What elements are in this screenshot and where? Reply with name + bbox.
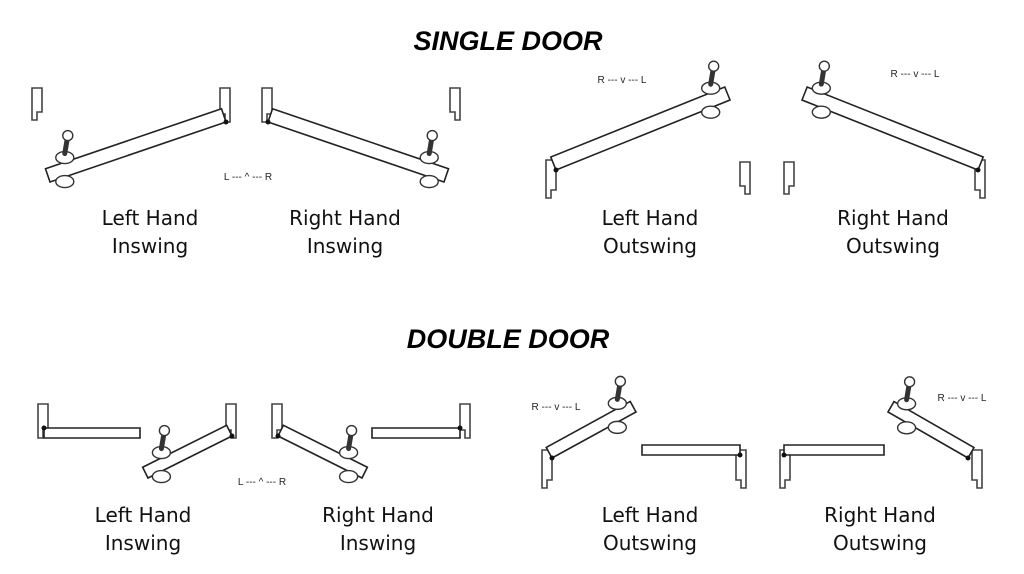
lever-handle-icon	[62, 129, 74, 142]
door-leaf	[43, 427, 141, 439]
door-knob-icon	[55, 174, 75, 189]
hinge-icon	[275, 433, 281, 439]
label-line2: Inswing	[105, 531, 181, 555]
direction-marker: L --- ^ --- R	[224, 172, 272, 183]
door-knob-icon	[151, 469, 172, 484]
door-jamb	[271, 403, 283, 439]
lever-handle-icon	[818, 60, 831, 72]
lever-handle-icon	[614, 375, 627, 388]
label-line1: Left Hand	[102, 206, 199, 230]
door-jamb	[31, 87, 43, 121]
lever-handle-icon	[903, 376, 916, 388]
label-line2: Outswing	[846, 234, 940, 258]
door-leaf	[371, 427, 461, 439]
door-knob-icon	[700, 105, 721, 119]
lever-handle-icon	[426, 129, 438, 142]
single-lh-outswing-label: Left Hand Outswing	[602, 206, 699, 258]
double-lh-inswing-label: Left Hand Inswing	[95, 503, 192, 555]
hinge-icon	[549, 455, 555, 461]
door-jamb	[783, 161, 795, 195]
label-line1: Right Hand	[824, 503, 936, 527]
double-rh-inswing-label: Right Hand Inswing	[322, 503, 434, 555]
door-leaf	[276, 424, 369, 480]
door-jamb	[971, 449, 983, 489]
door-jamb	[735, 449, 747, 489]
door-jamb	[739, 161, 751, 195]
label-line2: Outswing	[833, 531, 927, 555]
hinge-icon	[223, 119, 229, 125]
hinge-icon	[41, 425, 47, 431]
door-leaf	[141, 424, 234, 480]
label-line1: Left Hand	[95, 503, 192, 527]
label-line2: Outswing	[603, 531, 697, 555]
label-line2: Outswing	[603, 234, 697, 258]
direction-marker: R --- v --- L	[532, 402, 581, 413]
direction-marker: R --- v --- L	[598, 75, 647, 86]
double-lh-outswing-label: Left Hand Outswing	[602, 503, 699, 555]
hinge-icon	[265, 119, 271, 125]
hinge-icon	[781, 452, 787, 458]
label-line1: Right Hand	[837, 206, 949, 230]
single-rh-inswing-label: Right Hand Inswing	[289, 206, 401, 258]
single-rh-outswing-label: Right Hand Outswing	[837, 206, 949, 258]
label-line2: Inswing	[340, 531, 416, 555]
hinge-icon	[229, 433, 235, 439]
hinge-icon	[975, 167, 981, 173]
hinge-icon	[737, 452, 743, 458]
door-leaf	[641, 444, 741, 456]
double-rh-outswing-label: Right Hand Outswing	[824, 503, 936, 555]
lever-handle-icon	[158, 424, 171, 437]
hinge-icon	[553, 167, 559, 173]
hinge-icon	[965, 455, 971, 461]
label-line2: Inswing	[112, 234, 188, 258]
label-line2: Inswing	[307, 234, 383, 258]
door-knob-icon	[419, 174, 439, 189]
single-lh-inswing-label: Left Hand Inswing	[102, 206, 199, 258]
label-line1: Right Hand	[322, 503, 434, 527]
lever-handle-icon	[707, 60, 720, 72]
door-jamb	[459, 403, 471, 439]
door-jamb	[449, 87, 461, 121]
door-knob-icon	[811, 105, 832, 119]
door-leaf	[783, 444, 885, 456]
double-door-title: DOUBLE DOOR	[407, 324, 610, 354]
door-leaf	[800, 85, 985, 172]
door-knob-icon	[338, 469, 359, 484]
label-line1: Left Hand	[602, 206, 699, 230]
label-line1: Right Hand	[289, 206, 401, 230]
door-leaf	[44, 107, 228, 184]
single-door-title: SINGLE DOOR	[413, 26, 603, 56]
hinge-icon	[457, 425, 463, 431]
direction-marker: L --- ^ --- R	[238, 477, 286, 488]
door-knob-icon	[607, 420, 628, 435]
direction-marker: R --- v --- L	[891, 69, 940, 80]
door-drawings	[31, 60, 986, 489]
lever-handle-icon	[345, 424, 358, 437]
door-leaf	[549, 85, 732, 172]
door-knob-icon	[896, 421, 917, 435]
direction-marker: R --- v --- L	[938, 393, 987, 404]
door-leaf	[266, 107, 450, 184]
label-line1: Left Hand	[602, 503, 699, 527]
door-jamb	[261, 87, 273, 123]
